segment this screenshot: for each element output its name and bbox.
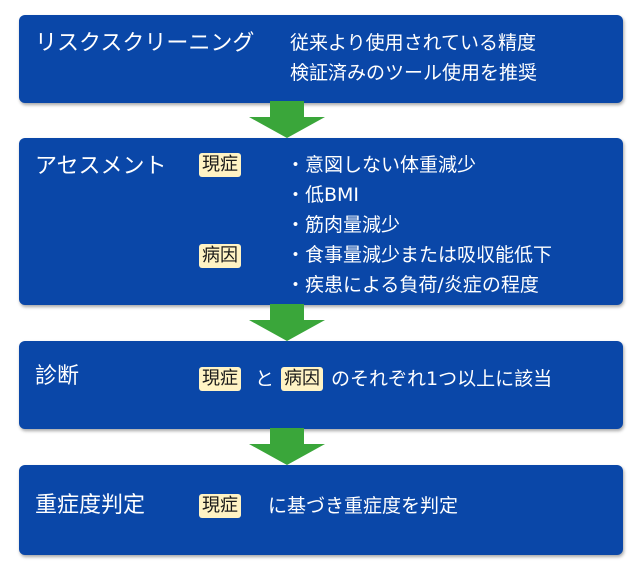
diagnosis-criteria-text: のそれぞれ1つ以上に該当 (331, 368, 553, 390)
assessment-title: アセスメント (35, 154, 167, 179)
down-arrow-2 (249, 304, 325, 341)
screening-desc-line2: 検証済みのツール使用を推奨 (290, 62, 538, 84)
phenotype-tag: 現症 (199, 153, 241, 177)
severity-box: 重症度判定 現症 に基づき重症度を判定 (19, 465, 623, 555)
screening-desc-line1: 従来より使用されている精度 (290, 32, 537, 54)
diagnosis-connector: と (255, 368, 275, 390)
screening-box: リスクスクリーニング 従来より使用されている精度 検証済みのツール使用を推奨 (19, 15, 623, 103)
assessment-item: ・食事量減少または吸収能低下 (286, 244, 553, 266)
down-arrow-1 (249, 101, 325, 138)
assessment-item: ・意図しない体重減少 (286, 154, 477, 176)
diagnosis-box: 診断 現症 と 病因 のそれぞれ1つ以上に該当 (19, 341, 623, 429)
etiology-tag: 病因 (199, 244, 241, 268)
assessment-item: ・低BMI (286, 184, 360, 206)
assessment-box: アセスメント 現症 病因 ・意図しない体重減少 ・低BMI ・筋肉量減少 ・食事… (19, 138, 623, 305)
phenotype-tag: 現症 (199, 494, 241, 518)
diagnosis-title: 診断 (35, 364, 80, 389)
screening-title: リスクスクリーニング (35, 31, 255, 56)
severity-title: 重症度判定 (35, 493, 146, 518)
assessment-item: ・疾患による負荷/炎症の程度 (286, 274, 539, 296)
phenotype-tag: 現症 (199, 367, 241, 391)
down-arrow-3 (249, 428, 325, 465)
etiology-tag: 病因 (281, 367, 323, 391)
assessment-item: ・筋肉量減少 (286, 214, 401, 236)
severity-text: に基づき重症度を判定 (268, 495, 459, 517)
